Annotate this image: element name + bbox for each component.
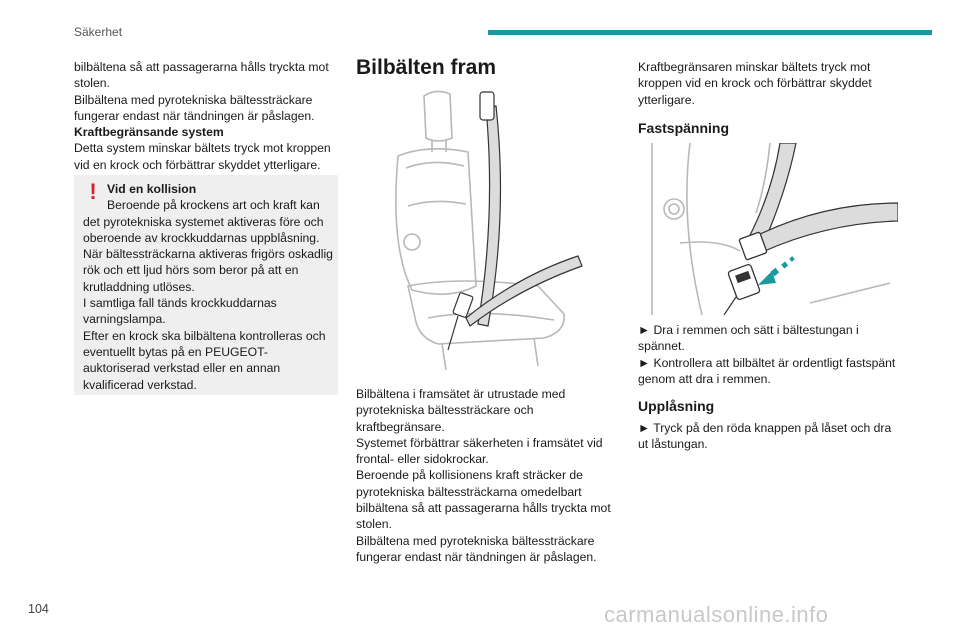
- warning-box: ! Vid en kollision Beroende på krockens …: [74, 175, 338, 395]
- column-2-text: Bilbältena i framsätet är utrustade med …: [356, 386, 618, 565]
- watermark: carmanualsonline.info: [604, 602, 829, 627]
- warning-text: Efter en krock ska bilbältena kontroller…: [83, 328, 326, 392]
- paragraph: Systemet förbättrar säkerheten i framsät…: [356, 435, 603, 467]
- warning-text: Beroende på krockens art och kraft kan: [107, 198, 320, 213]
- buckle-fastening-illustration: [651, 143, 898, 315]
- subheading: Kraftbegränsande system: [74, 125, 224, 140]
- column-3-intro: Kraftbegränsaren minskar bältets tryck m…: [638, 59, 900, 108]
- column-3-steps: ► Dra i remmen och sätt i bältestungan i…: [638, 322, 900, 387]
- instruction-step: ► Dra i remmen och sätt i bältestungan i…: [638, 323, 859, 354]
- paragraph: Bilbältena med pyrotekniska bältessträck…: [356, 533, 597, 564]
- page-number: 104: [28, 602, 49, 616]
- header-accent-bar: [488, 30, 932, 35]
- paragraph: Kraftbegränsaren minskar bältets tryck m…: [638, 60, 872, 107]
- column-1: bilbältena så att passagerarna hålls try…: [74, 59, 336, 173]
- section-heading: Bilbälten fram: [356, 56, 497, 79]
- column-3-unlock: ► Tryck på den röda knappen på låset och…: [638, 420, 900, 453]
- instruction-step: ► Tryck på den röda knappen på låset och…: [638, 421, 892, 452]
- paragraph: Bilbältena med pyrotekniska bältessträck…: [74, 92, 315, 123]
- paragraph: Detta system minskar bältets tryck mot k…: [74, 141, 331, 172]
- warning-exclamation-icon: !: [89, 179, 97, 204]
- seat-belt-illustration: [395, 90, 583, 371]
- paragraph: Beroende på kollisionens kraft sträcker …: [356, 468, 611, 532]
- paragraph: bilbältena så att passagerarna hålls try…: [74, 60, 329, 91]
- warning-text: I samtliga fall tänds krockkuddarnas var…: [83, 296, 277, 327]
- paragraph: Bilbältena i framsätet är utrustade med …: [356, 387, 566, 434]
- warning-text: det pyrotekniska systemet aktiveras före…: [83, 214, 333, 294]
- subsection-heading: Upplåsning: [638, 398, 715, 414]
- subsection-heading: Fastspänning: [638, 120, 730, 136]
- warning-title: Vid en kollision: [107, 182, 197, 196]
- instruction-step: ► Kontrollera att bilbältet är ordentlig…: [638, 355, 896, 386]
- header-section-title: Säkerhet: [74, 25, 123, 39]
